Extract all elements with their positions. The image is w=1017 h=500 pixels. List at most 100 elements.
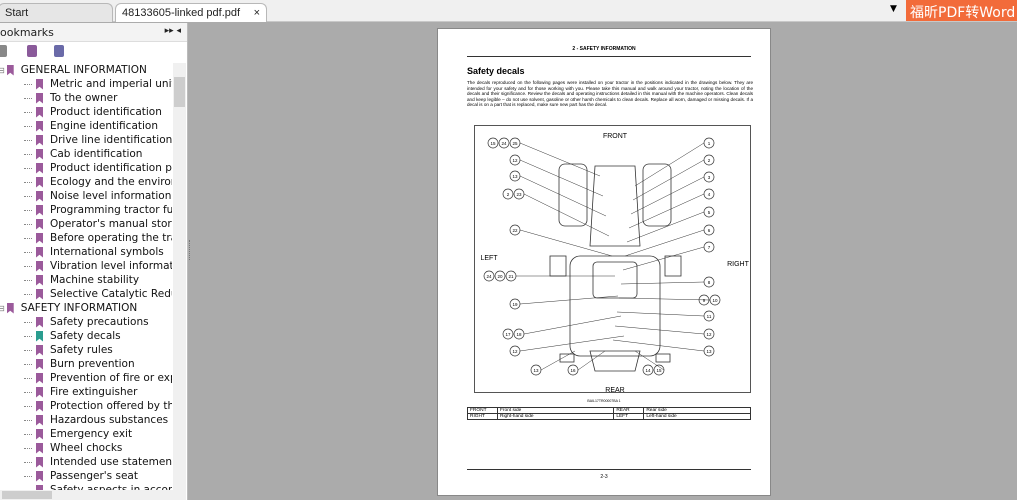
bookmark-icon xyxy=(36,120,43,132)
horizontal-scrollbar[interactable] xyxy=(0,490,186,500)
direction-label-right: RIGHT xyxy=(727,261,750,268)
tab-document[interactable]: 48133605-linked pdf.pdf× xyxy=(115,3,267,22)
bookmark-item[interactable]: Safety rules xyxy=(24,343,113,357)
bookmark-group[interactable]: ⊟GENERAL INFORMATION xyxy=(0,63,147,77)
bookmark-item[interactable]: Protection offered by the tracto xyxy=(24,399,172,413)
hitch xyxy=(589,350,641,372)
bookmark-label: Selective Catalytic Reduction (S xyxy=(50,288,172,300)
bookmark-label: Safety rules xyxy=(50,344,113,356)
callout-number: 11 xyxy=(707,314,712,319)
tree-connector xyxy=(24,195,32,197)
direction-label-front: FRONT xyxy=(603,133,628,140)
bookmark-label: Operator's manual storage xyxy=(50,218,172,230)
bookmark-item[interactable]: Safety decals xyxy=(24,329,121,343)
leader-line xyxy=(618,297,711,301)
bookmark-icon xyxy=(36,372,43,384)
bookmark-label: Product identification xyxy=(50,106,162,118)
bookmark-label: SAFETY INFORMATION xyxy=(20,302,138,314)
add-bookmark-icon[interactable] xyxy=(27,45,37,57)
bookmark-icon xyxy=(36,484,43,490)
bookmark-label: Wheel chocks xyxy=(50,442,123,454)
bookmark-item[interactable]: Emergency exit xyxy=(24,427,132,441)
bookmark-group[interactable]: ⊟ SAFETY INFORMATION xyxy=(0,301,137,315)
bookmark-item[interactable]: Hazardous substances xyxy=(24,413,168,427)
tab-bar: Start 48133605-linked pdf.pdf× ▼ 福昕PDF转W… xyxy=(0,0,1017,22)
bookmark-item[interactable]: Fire extinguisher xyxy=(24,385,137,399)
leader-line xyxy=(519,295,619,305)
bookmark-label: Cab identification xyxy=(50,148,143,160)
panel-title: ookmarks xyxy=(0,26,54,39)
tree-connector xyxy=(24,349,32,351)
bookmark-item[interactable]: Machine stability xyxy=(24,273,139,287)
callout-circle xyxy=(483,270,495,282)
bookmark-item[interactable]: Programming tractor functions xyxy=(24,203,172,217)
chevron-down-icon[interactable]: ▼ xyxy=(890,4,897,14)
callout-circle xyxy=(487,137,499,149)
tree-connector xyxy=(24,321,32,323)
bookmark-item[interactable]: Ecology and the environment xyxy=(24,175,172,189)
bookmark-icon xyxy=(36,274,43,286)
pdf-to-word-button[interactable]: 福昕PDF转Word xyxy=(906,0,1017,21)
bookmark-label: Prevention of fire or explosions xyxy=(50,372,172,384)
tree-connector xyxy=(24,251,32,253)
bookmark-item[interactable]: Product identification plate xyxy=(24,161,172,175)
bookmark-label: Noise level information sheet xyxy=(50,190,172,202)
collapse-icon[interactable]: ⊟ xyxy=(0,65,5,75)
bookmarks-header: ookmarks ▸▸ ◂ xyxy=(0,23,187,42)
legend-cell: Left-hand side xyxy=(643,413,751,420)
callout-circle xyxy=(502,328,514,340)
bookmark-item[interactable]: Passenger's seat xyxy=(24,469,138,483)
bookmark-item[interactable]: Cab identification xyxy=(24,147,142,161)
bookmark-label: To the owner xyxy=(50,92,118,104)
bookmark-icon xyxy=(6,302,14,314)
bookmark-item[interactable]: Before operating the tractor xyxy=(24,231,172,245)
bookmark-icon xyxy=(36,386,43,398)
bookmark-icon xyxy=(36,428,43,440)
tree-connector xyxy=(24,461,32,463)
tree-connector xyxy=(24,391,32,393)
tree-connector xyxy=(24,489,32,490)
panel-splitter[interactable] xyxy=(189,240,192,260)
bookmark-label: Burn prevention xyxy=(50,358,135,370)
bookmark-item[interactable]: Operator's manual storage xyxy=(24,217,172,231)
bookmark-item[interactable]: Safety precautions xyxy=(24,315,149,329)
bookmark-item[interactable]: Engine identification xyxy=(24,119,158,133)
bookmark-item[interactable]: Wheel chocks xyxy=(24,441,122,455)
callout-number: 12 xyxy=(706,332,712,337)
add-child-bookmark-icon[interactable] xyxy=(54,45,64,57)
bookmark-item[interactable]: Intended use statement xyxy=(24,455,172,469)
bookmark-item[interactable]: Drive line identification xyxy=(24,133,172,147)
bookmark-icon xyxy=(36,470,43,482)
tab-start[interactable]: Start xyxy=(0,3,113,22)
bookmark-item[interactable]: Noise level information sheet xyxy=(24,189,172,203)
bookmark-item[interactable]: Vibration level information sheet xyxy=(24,259,172,273)
delete-bookmark-icon[interactable] xyxy=(0,45,7,57)
bookmark-label: International symbols xyxy=(50,246,164,258)
bookmark-item[interactable]: Safety aspects in accordance w xyxy=(24,483,172,490)
bookmark-label: Protection offered by the tracto xyxy=(50,400,172,412)
bookmark-item[interactable]: Metric and imperial units abbrev xyxy=(24,77,172,91)
bookmark-item[interactable]: International symbols xyxy=(24,245,164,259)
right-step xyxy=(664,255,682,277)
callout-number: 13 xyxy=(533,368,539,373)
bookmark-item[interactable]: Product identification xyxy=(24,105,162,119)
vertical-scrollbar[interactable] xyxy=(173,63,186,490)
bookmark-item[interactable]: To the owner xyxy=(24,91,117,105)
callout-number: 15 xyxy=(656,368,662,373)
tree-connector xyxy=(24,419,32,421)
bookmark-item[interactable]: Burn prevention xyxy=(24,357,135,371)
collapse-icon[interactable]: ⊟ xyxy=(0,303,5,313)
callout-circle xyxy=(642,364,654,376)
panel-controls[interactable]: ▸▸ ◂ xyxy=(164,26,181,36)
leader-line xyxy=(630,176,705,215)
bookmark-label: Hazardous substances xyxy=(50,414,169,426)
bookmark-item[interactable]: Selective Catalytic Reduction (S xyxy=(24,287,172,301)
callout-number: 2 xyxy=(507,192,510,197)
close-icon[interactable]: × xyxy=(253,7,260,19)
bookmark-item[interactable]: Prevention of fire or explosions xyxy=(24,371,172,385)
callout-number: 19 xyxy=(512,302,518,307)
legend-cell: Right-hand side xyxy=(496,413,615,420)
leader-line xyxy=(519,159,604,197)
